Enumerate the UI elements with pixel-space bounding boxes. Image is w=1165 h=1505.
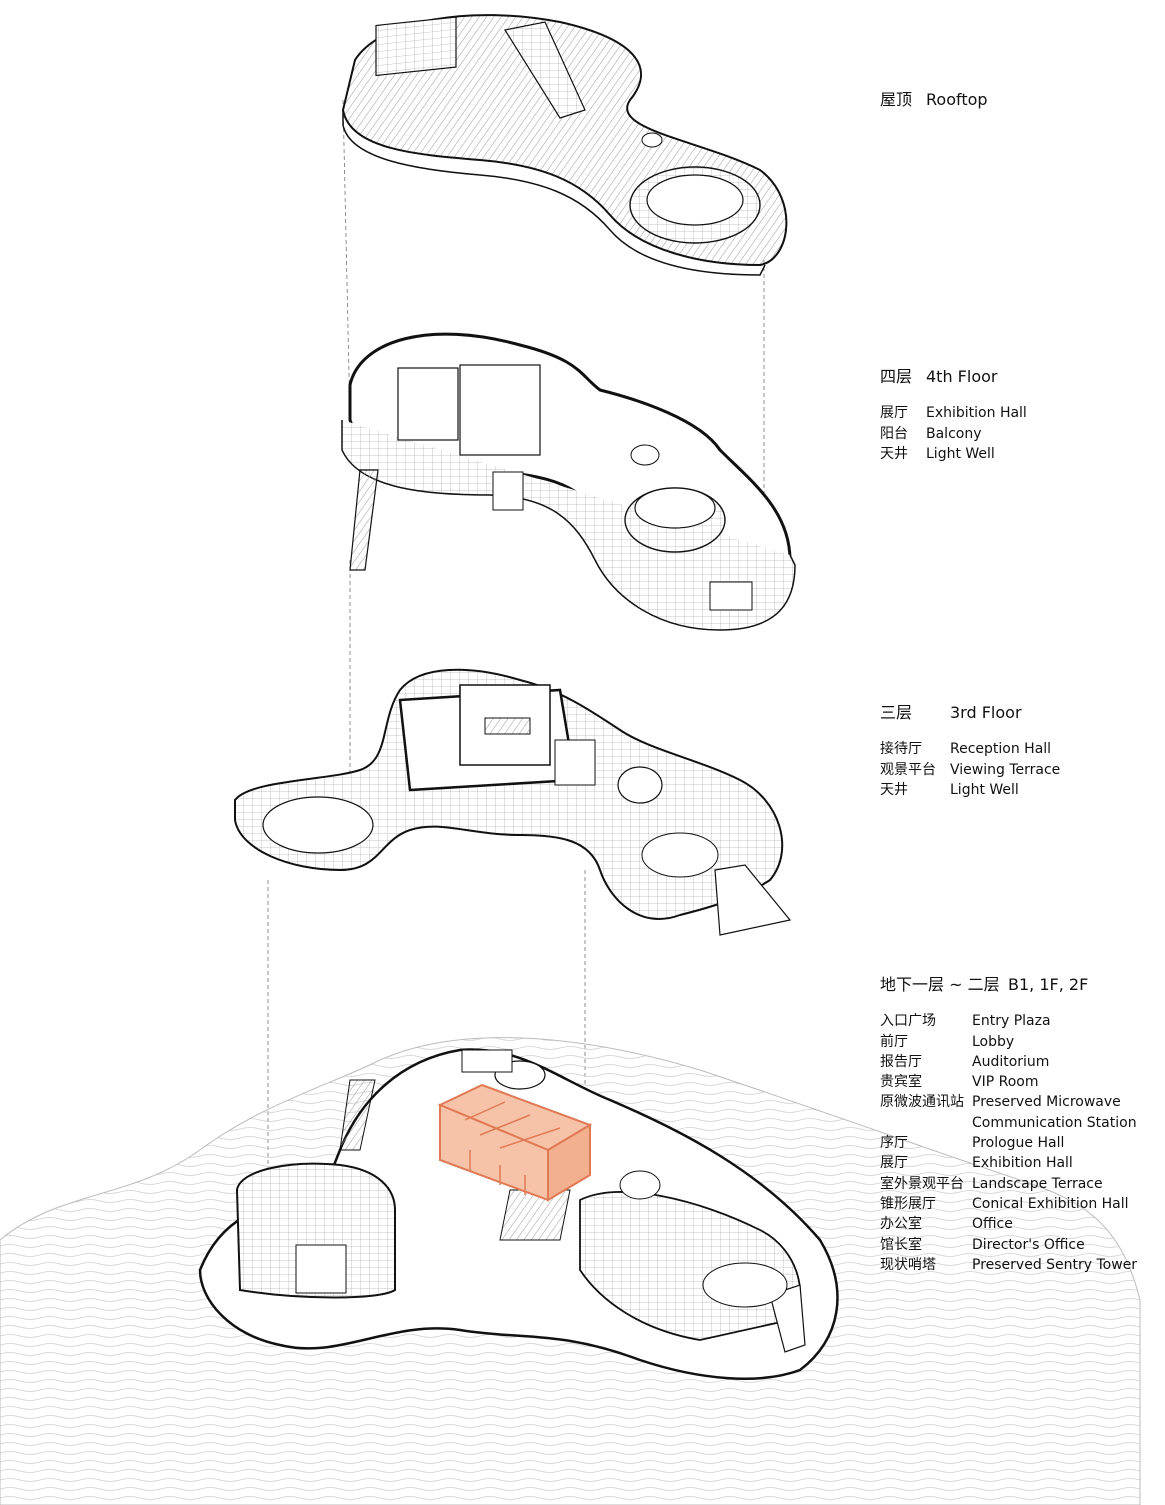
item-cn: 原微波通讯站 — [880, 1094, 964, 1111]
legend-lower-levels: 地下一层 ~ 二层 B1, 1F, 2F 入口广场 Entry Plaza 前厅 L… — [880, 975, 1137, 1275]
item-en: Communication Station — [972, 1114, 1137, 1131]
item-en: Auditorium — [972, 1053, 1050, 1070]
heading-cn: 四层 — [880, 367, 913, 386]
heading-en: B1, 1F, 2F — [1008, 975, 1089, 994]
legend-heading: 三层 3rd Floor — [880, 703, 1060, 723]
item-cn: 入口广场 — [880, 1013, 936, 1030]
item-en: Prologue Hall — [972, 1135, 1065, 1152]
legend-item: 天井 Light Well — [880, 444, 1027, 464]
item-cn: 锥形展厅 — [880, 1195, 936, 1212]
item-en: Lobby — [972, 1033, 1015, 1050]
rooftop-level-drawing — [341, 14, 788, 276]
legend-item: 阳台 Balcony — [880, 424, 1027, 444]
alignment-guides — [267, 99, 765, 1200]
item-cn — [880, 1113, 972, 1133]
legend-rooftop: 屋顶 Rooftop — [880, 90, 988, 126]
legend-item: 序厅 Prologue Hall — [880, 1133, 1137, 1153]
legend-item: 锥形展厅 Conical Exhibition Hall — [880, 1194, 1137, 1214]
item-cn: 展厅 — [880, 1155, 908, 1172]
item-en: Light Well — [926, 445, 995, 462]
item-cn: 前厅 — [880, 1033, 908, 1050]
heading-en: 4th Floor — [926, 367, 998, 386]
heading-en: Rooftop — [926, 90, 988, 109]
item-cn: 展厅 — [880, 405, 908, 422]
legend-item: 入口广场 Entry Plaza — [880, 1011, 1137, 1031]
item-en: Landscape Terrace — [972, 1175, 1103, 1192]
legend-item: Communication Station — [880, 1113, 1137, 1133]
item-en: Reception Hall — [950, 741, 1052, 758]
legend-item: 观景平台 Viewing Terrace — [880, 760, 1060, 780]
third-floor-level-drawing — [234, 668, 792, 936]
heading-cn: 屋顶 — [880, 90, 913, 109]
heading-cn: 三层 — [880, 703, 913, 722]
legend-fourth-floor: 四层 4th Floor 展厅 Exhibition Hall 阳台 Balcony… — [880, 367, 1027, 464]
legend-item: 贵宾室 VIP Room — [880, 1072, 1137, 1092]
legend-heading: 屋顶 Rooftop — [880, 90, 988, 110]
legend-item: 室外景观平台 Landscape Terrace — [880, 1174, 1137, 1194]
item-cn: 天井 — [880, 781, 908, 798]
item-en: Balcony — [926, 425, 982, 442]
item-cn: 办公室 — [880, 1216, 922, 1233]
item-en: Preserved Sentry Tower — [972, 1256, 1138, 1273]
preserved-microwave-station-highlight — [437, 1083, 593, 1202]
lower-levels-drawing — [0, 1037, 1141, 1505]
item-en: Viewing Terrace — [950, 761, 1061, 778]
item-cn: 贵宾室 — [880, 1074, 922, 1091]
legend-item: 原微波通讯站 Preserved Microwave — [880, 1092, 1137, 1112]
legend-heading: 地下一层 ~ 二层 B1, 1F, 2F — [880, 975, 1137, 995]
item-cn: 现状哨塔 — [880, 1256, 936, 1273]
legend-item: 展厅 Exhibition Hall — [880, 403, 1027, 423]
legend-item: 报告厅 Auditorium — [880, 1052, 1137, 1072]
legend-item: 办公室 Office — [880, 1214, 1137, 1234]
item-en: Exhibition Hall — [972, 1155, 1073, 1172]
item-en: Director's Office — [972, 1236, 1085, 1253]
item-en: Exhibition Hall — [926, 405, 1027, 422]
item-en: Entry Plaza — [972, 1013, 1051, 1030]
item-en: Light Well — [950, 781, 1019, 798]
fourth-floor-level-drawing — [341, 332, 796, 631]
item-en: Conical Exhibition Hall — [972, 1195, 1129, 1212]
legend-heading: 四层 4th Floor — [880, 367, 1027, 387]
legend-item: 现状哨塔 Preserved Sentry Tower — [880, 1255, 1137, 1275]
item-en: Preserved Microwave — [972, 1094, 1121, 1111]
item-cn: 阳台 — [880, 425, 908, 442]
heading-en: 3rd Floor — [950, 703, 1022, 722]
heading-cn: 地下一层 ~ 二层 — [880, 975, 1000, 994]
legend-item: 接待厅 Reception Hall — [880, 739, 1060, 759]
item-cn: 观景平台 — [880, 761, 936, 778]
item-cn: 室外景观平台 — [880, 1175, 964, 1192]
item-en: VIP Room — [972, 1074, 1039, 1091]
legend-third-floor: 三层 3rd Floor 接待厅 Reception Hall 观景平台 Viewi… — [880, 703, 1060, 800]
legend-item: 天井 Light Well — [880, 780, 1060, 800]
item-en: Office — [972, 1216, 1013, 1233]
legend-item: 展厅 Exhibition Hall — [880, 1153, 1137, 1173]
item-cn: 序厅 — [880, 1135, 908, 1152]
item-cn: 馆长室 — [880, 1236, 922, 1253]
legend-item: 前厅 Lobby — [880, 1032, 1137, 1052]
item-cn: 接待厅 — [880, 741, 922, 758]
legend-item: 馆长室 Director's Office — [880, 1235, 1137, 1255]
item-cn: 报告厅 — [880, 1053, 922, 1070]
item-cn: 天井 — [880, 445, 908, 462]
